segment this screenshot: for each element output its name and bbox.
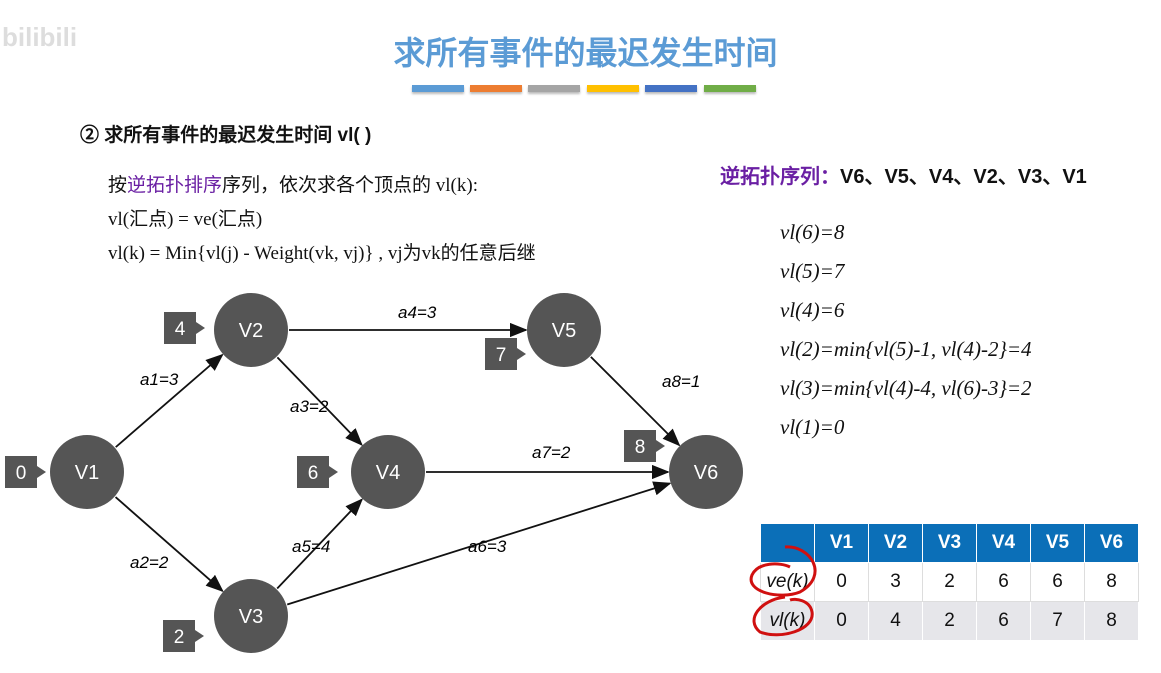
rule-line-1: 按逆拓扑排序序列，依次求各个顶点的 vl(k): [108, 170, 478, 197]
table-cell: 2 [922, 562, 977, 602]
vl-value-box [624, 430, 656, 462]
edge-arrow [286, 481, 672, 606]
row-header: vl(k) [760, 601, 815, 641]
accent-bar [587, 85, 639, 92]
accent-bar [645, 85, 697, 92]
column-header: V1 [814, 523, 869, 563]
vl-value-box [163, 620, 195, 652]
vertex-v2 [214, 293, 288, 367]
column-header: V4 [976, 523, 1031, 563]
vertex-v3 [214, 579, 288, 653]
text: 按 [108, 175, 128, 196]
vl-result: vl(3)=min{vl(4)-4, vl(6)-3}=2 [780, 376, 1032, 400]
table-cell: 6 [976, 601, 1031, 641]
table-cell: 4 [868, 601, 923, 641]
vl-value-box [485, 338, 517, 370]
vl-result: vl(5)=7 [780, 259, 845, 283]
pointer-icon [517, 348, 526, 360]
table-cell: 6 [976, 562, 1031, 602]
aoe-graph: a1=3 a2=2 a3=2 a4=3 a5=4 a6=3 a7=2 a8=1V1 0 V2 4V3… [5, 293, 743, 653]
edge-label: a4=3 [398, 303, 437, 322]
vertex-v5 [527, 293, 601, 367]
pointer-icon [196, 322, 205, 334]
table-cell: 0 [814, 601, 869, 641]
edge-label: a1=3 [140, 370, 179, 389]
watermark: bilibili [2, 22, 78, 52]
sequence-label: 逆拓扑序列： [720, 166, 840, 188]
table-cell: 8 [1084, 562, 1139, 602]
vl-value: 6 [308, 463, 319, 484]
reverse-topo-sequence: 逆拓扑序列：V6、V5、V4、V2、V3、V1 [720, 160, 1087, 189]
edge-arrow [276, 356, 363, 446]
table-cell: 8 [1084, 601, 1139, 641]
section-subtitle: ② 求所有事件的最迟发生时间 vl( ) [80, 125, 372, 146]
edge-arrow [590, 356, 681, 447]
row-header: ve(k) [760, 562, 815, 602]
table-cell: 0 [814, 562, 869, 602]
edge-label: a2=2 [130, 553, 169, 572]
vertex-label: V5 [552, 320, 576, 342]
vl-result: vl(6)=8 [780, 220, 845, 244]
pointer-icon [656, 440, 665, 452]
vl-result: vl(1)=0 [780, 415, 845, 439]
vl-result: vl(2)=min{vl(5)-1, vl(4)-2}=4 [780, 337, 1032, 361]
pointer-icon [329, 466, 338, 478]
vertex-label: V4 [376, 462, 400, 484]
rule-line-2: vl(汇点) = ve(汇点) [108, 209, 263, 230]
vl-value-box [297, 456, 329, 488]
column-header: V5 [1030, 523, 1085, 563]
vl-value-box [5, 456, 37, 488]
text: 序列，依次求各个顶点的 vl(k): [222, 175, 478, 196]
vertex-v1 [50, 435, 124, 509]
column-header: V6 [1084, 523, 1139, 563]
vl-value: 0 [16, 463, 27, 484]
vertex-label: V3 [239, 606, 263, 628]
edge-label: a3=2 [290, 397, 329, 416]
vertex-label: V1 [75, 462, 99, 484]
edge-label: a7=2 [532, 443, 571, 462]
table-cell: 7 [1030, 601, 1085, 641]
edge-label: a5=4 [292, 537, 330, 556]
accent-bar [470, 85, 522, 92]
table-cell: 3 [868, 562, 923, 602]
highlight-text: 逆拓扑排序 [127, 175, 223, 196]
vertex-label: V6 [694, 462, 718, 484]
vl-value: 2 [174, 627, 185, 648]
vl-value-box [164, 312, 196, 344]
vertex-v4 [351, 435, 425, 509]
edge-arrow [114, 496, 224, 593]
accent-bar [412, 85, 464, 92]
vl-value: 7 [496, 345, 507, 366]
sequence-value: V6、V5、V4、V2、V3、V1 [840, 166, 1087, 188]
edge-arrow [276, 498, 364, 590]
edge-arrow [115, 353, 224, 448]
pointer-icon [37, 466, 46, 478]
table-cell: 2 [922, 601, 977, 641]
vl-value: 4 [175, 319, 186, 340]
pointer-icon [195, 630, 204, 642]
rule-line-3: vl(k) = Min{vl(j) - Weight(vk, vj)} , vj… [108, 243, 536, 264]
column-header: V2 [868, 523, 923, 563]
vertex-v6 [669, 435, 743, 509]
vl-value: 8 [635, 437, 646, 458]
vl-result: vl(4)=6 [780, 298, 845, 322]
vertex-label: V2 [239, 320, 263, 342]
column-header: V3 [922, 523, 977, 563]
edge-label: a8=1 [662, 372, 700, 391]
table-cell: 6 [1030, 562, 1085, 602]
column-header [760, 523, 815, 563]
edge-label: a6=3 [468, 537, 507, 556]
accent-bar [704, 85, 756, 92]
accent-bar [528, 85, 580, 92]
slide-title: 求所有事件的最迟发生时间 [393, 35, 778, 71]
